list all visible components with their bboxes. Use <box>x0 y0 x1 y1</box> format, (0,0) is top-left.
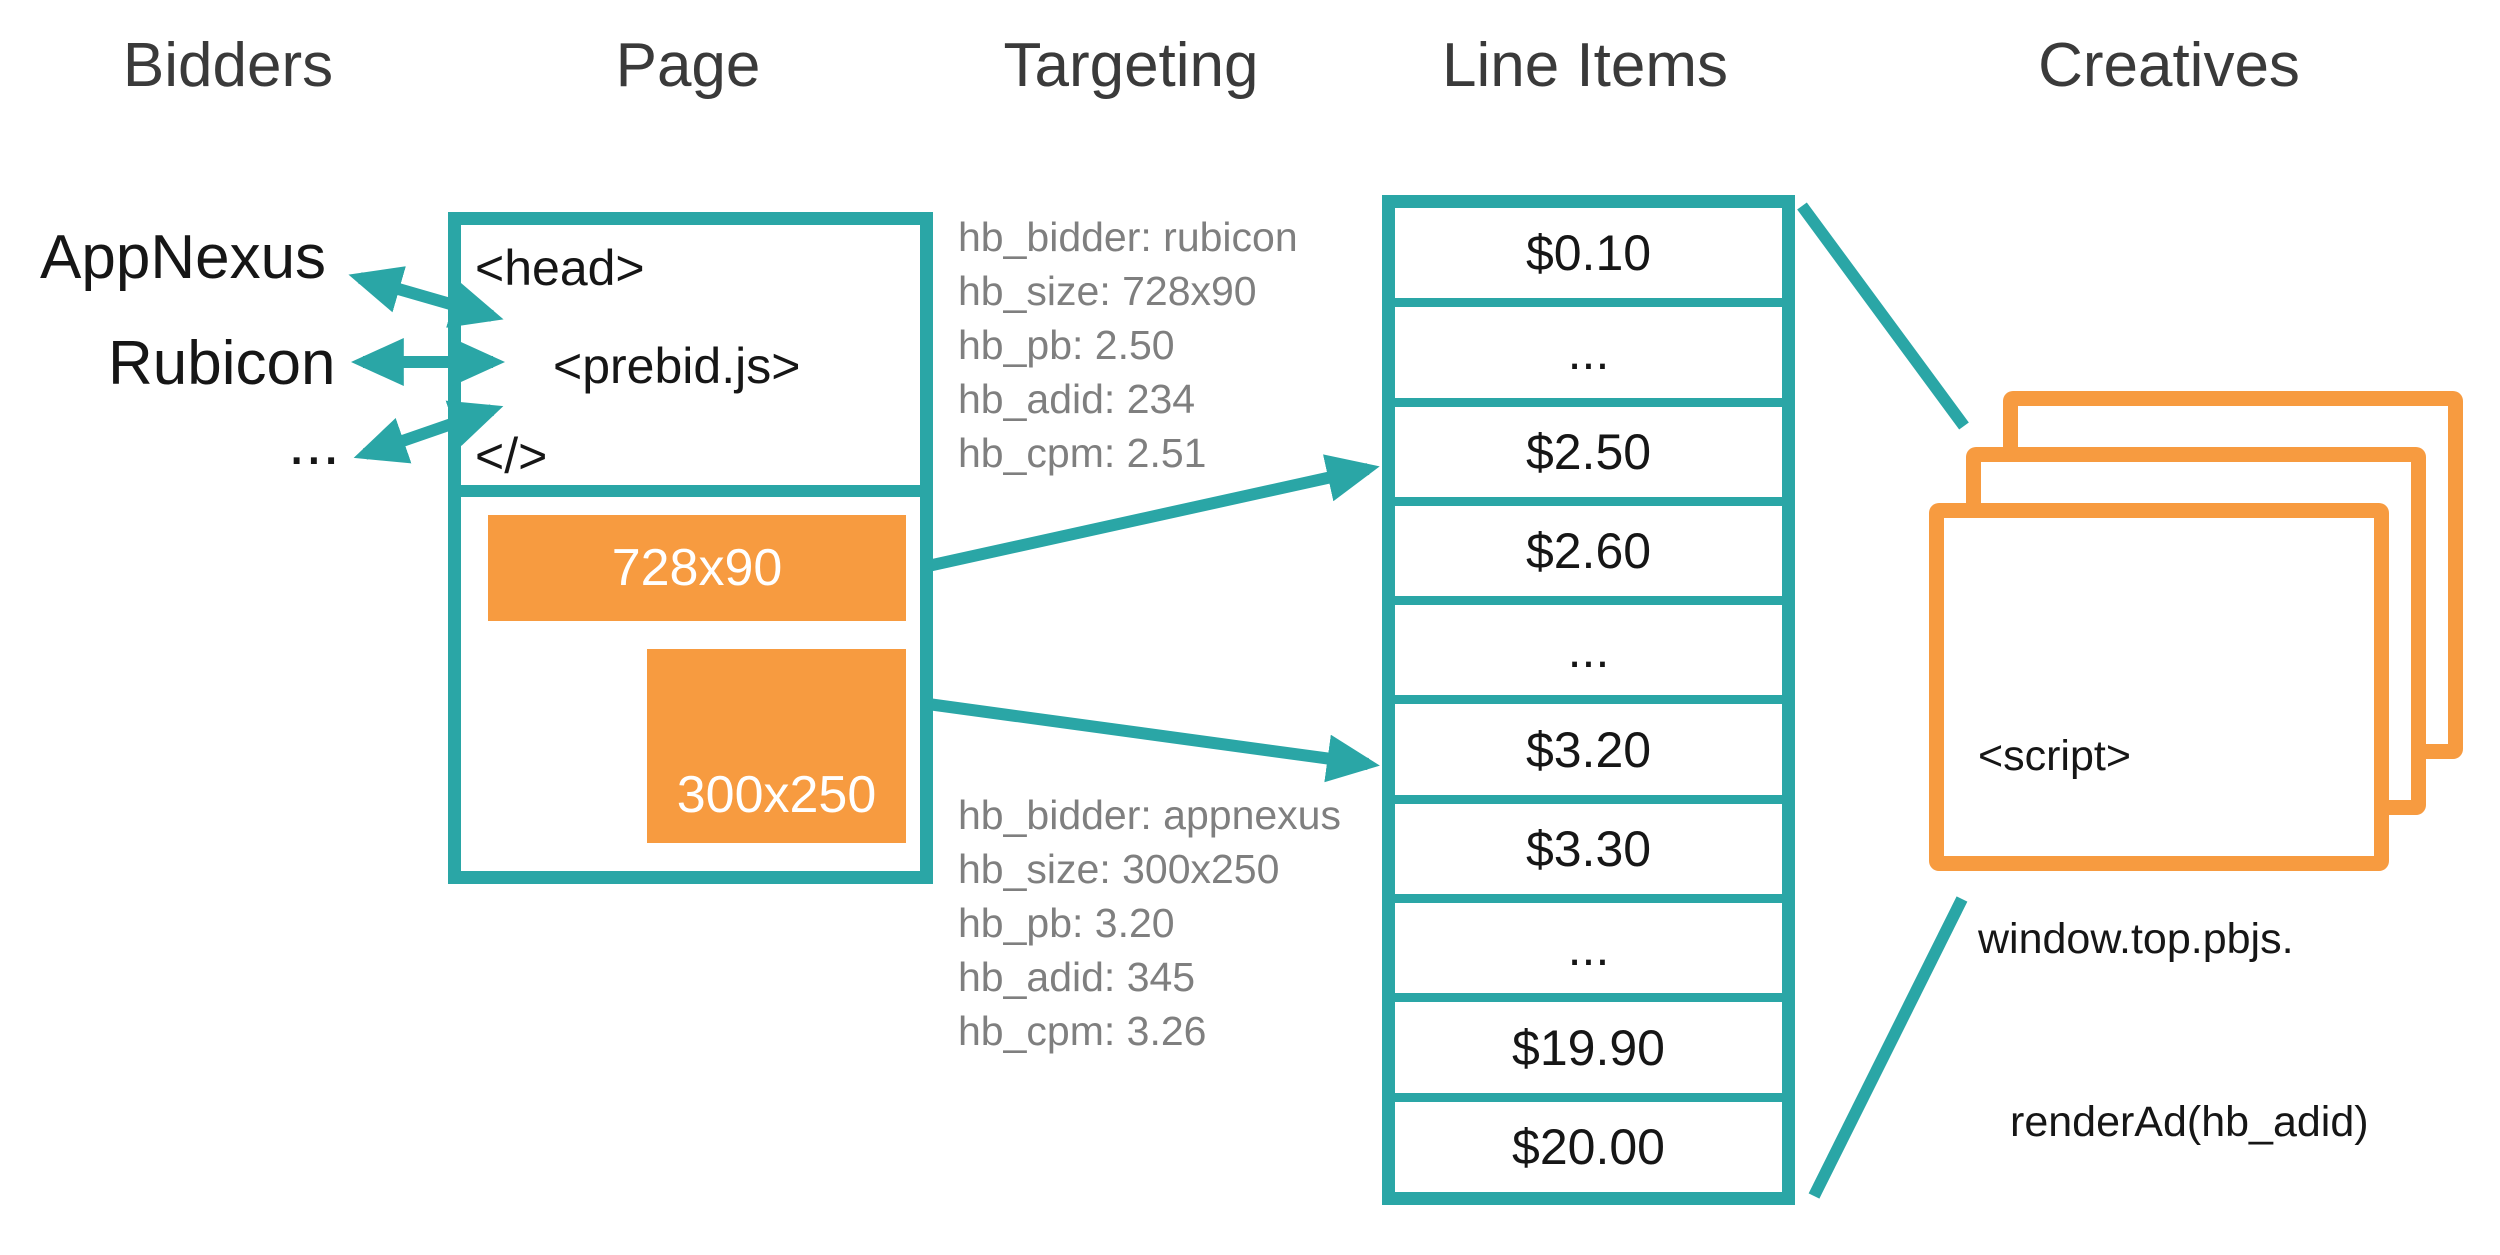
prebid-script-tag: <prebid.js> <box>553 338 801 394</box>
targeting-line: hb_size: 728x90 <box>958 268 1257 314</box>
targeting-block-rubicon: hb_bidder: rubicon hb_size: 728x90 hb_pb… <box>958 210 1298 480</box>
targeting-line: hb_pb: 3.20 <box>958 900 1175 946</box>
targeting-line: hb_adid: 234 <box>958 376 1196 422</box>
creative-card-front: <script> window.top.pbjs. renderAd(hb_ad… <box>1929 503 2389 1146</box>
column-header-targeting: Targeting <box>1003 31 1259 100</box>
connector-table-top-to-creatives <box>1797 202 1969 430</box>
targeting-block-appnexus: hb_bidder: appnexus hb_size: 300x250 hb_… <box>958 788 1341 1058</box>
script-line: window.top.pbjs. <box>1978 915 2294 963</box>
head-close-tag: </> <box>475 428 548 484</box>
script-line: renderAd(hb_adid) <box>2010 1098 2369 1146</box>
targeting-line: hb_adid: 345 <box>958 954 1196 1000</box>
targeting-line: hb_pb: 2.50 <box>958 322 1175 368</box>
bidder-label-others: ... <box>288 409 340 478</box>
creative-script-text: <script> window.top.pbjs. renderAd(hb_ad… <box>1978 604 2369 1255</box>
page-box: <head> <prebid.js> </> 728x90 300x250 <box>448 212 933 884</box>
targeting-line: hb_bidder: rubicon <box>958 214 1298 260</box>
line-items-table: $0.10 ... $2.50 $2.60 ... $3.20 $3.30 ..… <box>1382 195 1795 1205</box>
column-header-bidders: Bidders <box>122 31 334 100</box>
arrow-728x90-to-line-item <box>926 454 1380 572</box>
line-item-row: $2.50 <box>1395 407 1782 506</box>
line-item-row: $3.20 <box>1395 704 1782 804</box>
column-header-page: Page <box>615 31 761 100</box>
line-item-row: $20.00 <box>1512 1118 1665 1175</box>
ad-slot-728x90: 728x90 <box>488 515 906 621</box>
line-item-row: ... <box>1395 903 1782 1003</box>
connector-table-bottom-to-creatives <box>1808 896 1968 1199</box>
arrow-300x250-to-line-item <box>927 698 1380 783</box>
ad-slot-300x250: 300x250 <box>647 649 906 843</box>
bidder-label-rubicon: Rubicon <box>108 329 336 398</box>
column-header-creatives: Creatives <box>2038 31 2300 100</box>
targeting-line: hb_size: 300x250 <box>958 846 1280 892</box>
script-line: <script> <box>1978 732 2131 780</box>
line-item-row: ... <box>1395 307 1782 407</box>
page-head-section <box>461 225 920 497</box>
head-open-tag: <head> <box>475 240 645 296</box>
targeting-line: hb_bidder: appnexus <box>958 792 1341 838</box>
line-item-row: $2.60 <box>1395 506 1782 606</box>
line-item-row: ... <box>1395 605 1782 705</box>
line-item-row: $0.10 <box>1395 208 1782 308</box>
line-item-row: $3.30 <box>1395 804 1782 904</box>
targeting-line: hb_cpm: 2.51 <box>958 430 1207 476</box>
line-item-row: $19.90 <box>1395 1002 1782 1102</box>
targeting-line: hb_cpm: 3.26 <box>958 1008 1207 1054</box>
column-header-line-items: Line Items <box>1441 31 1729 100</box>
bidder-label-appnexus: AppNexus <box>40 223 327 292</box>
